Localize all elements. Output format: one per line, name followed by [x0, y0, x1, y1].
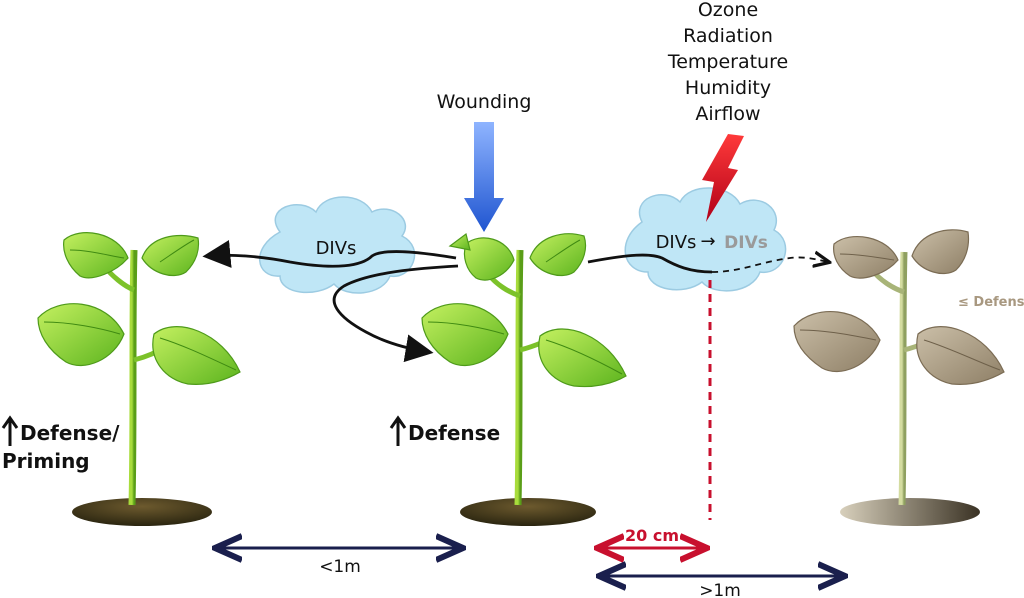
defense-right-label: ≤ Defense: [958, 295, 1024, 310]
center-plant-leaf: [538, 328, 627, 388]
divs-label-right: DIVs: [656, 232, 697, 253]
right-plant-soil: [840, 498, 980, 526]
stressor-label: Temperature: [667, 51, 788, 73]
wounding-arrow-icon: [464, 122, 504, 232]
center-plant-leaf: [421, 303, 509, 367]
center-plant-leaf-fragment: [448, 232, 471, 251]
stressor-label: Radiation: [683, 25, 773, 47]
right-plant-leaf: [793, 311, 881, 373]
center-plant-leaf: [529, 233, 587, 277]
stressor-list: Ozone Radiation Temperature Humidity Air…: [667, 0, 788, 125]
stressor-label: Humidity: [685, 77, 771, 99]
stressor-label: Airflow: [695, 103, 760, 125]
left-plant-leaf: [63, 232, 129, 279]
divs-flow-to-left-plant: [202, 240, 457, 268]
defense-center-label: Defense: [408, 421, 500, 445]
right-plant-stem: [898, 251, 908, 506]
right-plant: [793, 229, 1005, 526]
center-plant-soil: [460, 498, 596, 526]
distance-20cm-label: 20 cm: [625, 526, 679, 545]
left-plant-soil: [72, 498, 212, 526]
wounding-label: Wounding: [437, 91, 532, 113]
divs-arrow-glyph: →: [700, 231, 715, 252]
stressor-label: Ozone: [698, 0, 758, 21]
center-plant-leaf-wounded: [463, 237, 515, 281]
left-plant-leaf: [37, 303, 125, 367]
distance-gt1m-label: >1m: [699, 581, 741, 598]
right-plant-leaf: [916, 326, 1005, 385]
divs-label-left: DIVs: [316, 238, 357, 259]
up-arrow-icon: [389, 415, 407, 446]
center-plant: [421, 232, 627, 526]
divs-cloud-left: [259, 196, 416, 294]
left-plant-leaf: [152, 326, 241, 385]
right-plant-leaf: [911, 229, 970, 275]
defense-priming-label: Defense/: [20, 421, 120, 445]
distance-lt1m-label: <1m: [319, 557, 361, 577]
divs-flow-self: [332, 264, 459, 363]
divs-label-degraded: DIVs: [724, 233, 768, 253]
divs-flow-to-right-plant-dashed: [711, 257, 828, 273]
right-plant-leaf: [833, 236, 899, 279]
center-plant-stem: [514, 249, 524, 506]
left-plant-stem: [128, 249, 138, 506]
divs-cloud-right: [624, 187, 787, 292]
lightning-bolt-icon: [702, 134, 744, 222]
left-plant: [37, 232, 241, 526]
up-arrow-icon: [1, 415, 19, 446]
divs-flow-to-right-cloud: [587, 253, 713, 274]
defense-priming-label: Priming: [2, 449, 90, 473]
